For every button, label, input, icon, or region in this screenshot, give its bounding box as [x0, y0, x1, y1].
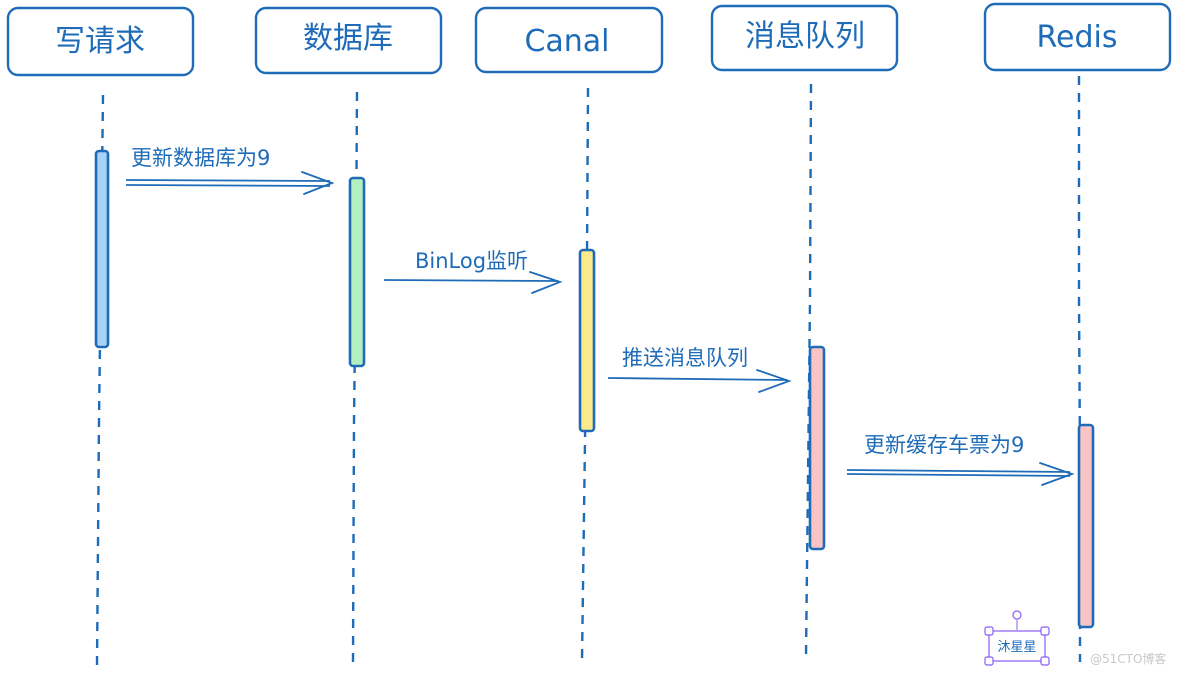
message-binlog-listen: BinLog监听	[383, 249, 563, 294]
resize-handle-bottom-left[interactable]	[984, 656, 994, 666]
actor-redis[interactable]: Redis	[983, 2, 1172, 72]
resize-handle-top-left[interactable]	[984, 626, 994, 636]
activation-bar-canal	[578, 248, 596, 433]
message-push-queue: 推送消息队列	[607, 346, 792, 393]
resize-handle-bottom-right[interactable]	[1040, 656, 1050, 666]
message-label: 更新数据库为9	[131, 146, 270, 170]
actor-database[interactable]: 数据库	[254, 6, 443, 75]
message-update-cache: 更新缓存车票为9	[846, 433, 1075, 486]
message-label: 推送消息队列	[622, 346, 748, 370]
message-label: 更新缓存车票为9	[864, 433, 1024, 457]
message-label: BinLog监听	[415, 249, 528, 273]
actor-label: 消息队列	[745, 19, 865, 54]
selected-text-element[interactable]: 沐星星	[984, 610, 1050, 666]
resize-handle-top-right[interactable]	[1040, 626, 1050, 636]
activation-bar-write-request	[94, 149, 110, 349]
watermark: @51CTO博客	[1090, 651, 1166, 666]
lifeline-database	[351, 91, 359, 663]
actor-write-request[interactable]: 写请求	[6, 6, 195, 77]
actor-label: Canal	[524, 24, 609, 59]
activation-bar-redis	[1077, 423, 1095, 629]
actor-canal[interactable]: Canal	[474, 6, 664, 74]
selection-label: 沐星星	[997, 640, 1036, 655]
actor-label: Redis	[1037, 20, 1118, 55]
rotate-handle[interactable]	[1012, 610, 1022, 620]
actor-label: 写请求	[55, 24, 145, 59]
activation-bar-database	[348, 176, 366, 368]
actor-message-queue[interactable]: 消息队列	[710, 4, 899, 72]
selection-box	[988, 630, 1046, 662]
actor-label: 数据库	[303, 21, 393, 56]
activation-bar-message-queue	[808, 345, 826, 551]
message-update-database: 更新数据库为9	[125, 146, 335, 195]
